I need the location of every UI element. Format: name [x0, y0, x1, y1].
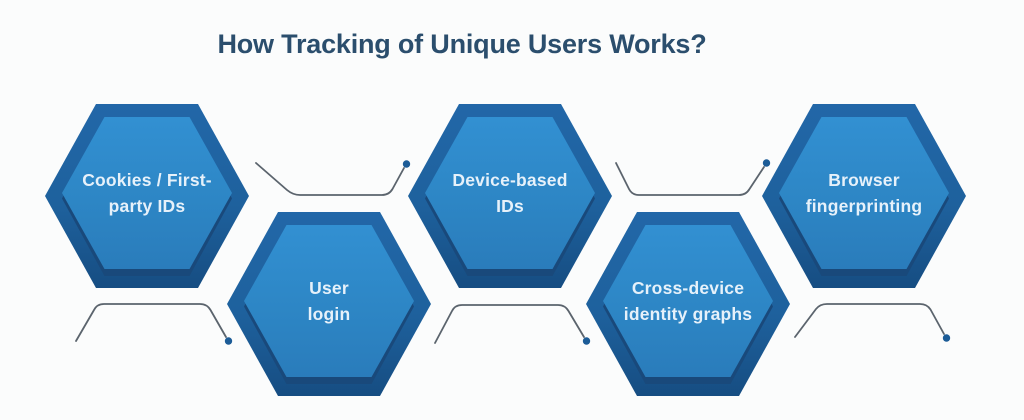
hexagon-label: User login — [227, 212, 431, 396]
connector-line-2 — [75, 303, 227, 342]
connector-dot-3 — [582, 337, 591, 345]
connector-line-1 — [255, 162, 405, 196]
hexagon-cross-device-identity-graphs: Cross-device identity graphs — [586, 212, 790, 396]
hexagon-label: Device-based IDs — [408, 104, 612, 288]
hexagon-cookies-first-party-ids: Cookies / First- party IDs — [45, 104, 249, 288]
hexagon-label: Cookies / First- party IDs — [45, 104, 249, 288]
connector-dot-1 — [402, 160, 411, 168]
hexagon-label-line: login — [307, 304, 351, 324]
hexagon-device-based-ids: Device-based IDs — [408, 104, 612, 288]
hexagon-label-line: IDs — [496, 196, 524, 216]
hexagon-label: Browser fingerprinting — [762, 104, 966, 288]
hexagon-label-line: Device-based — [452, 170, 568, 190]
connector-dot-2 — [224, 337, 233, 345]
connector-line-3 — [434, 304, 585, 344]
connector-line-5 — [794, 303, 945, 338]
hexagon-label-line: Cookies / First- — [82, 170, 212, 190]
page-title: How Tracking of Unique Users Works? — [217, 29, 707, 59]
hexagon-label-line: identity graphs — [623, 304, 753, 324]
hexagon-label-line: User — [309, 278, 349, 298]
hexagon-label: Cross-device identity graphs — [586, 212, 790, 396]
hexagon-fill — [244, 225, 414, 377]
hexagon-browser-fingerprinting: Browser fingerprinting — [762, 104, 966, 288]
hexagon-label-line: Browser — [828, 170, 900, 190]
hexagon-label-line: fingerprinting — [805, 196, 923, 216]
hexagon-user-login: User login — [227, 212, 431, 396]
hexagon-label-line: party IDs — [108, 196, 186, 216]
connector-dot-5 — [942, 334, 951, 342]
connector-line-4 — [615, 162, 765, 196]
connector-dot-4 — [762, 159, 771, 167]
hexagon-label-line: Cross-device — [631, 278, 745, 298]
